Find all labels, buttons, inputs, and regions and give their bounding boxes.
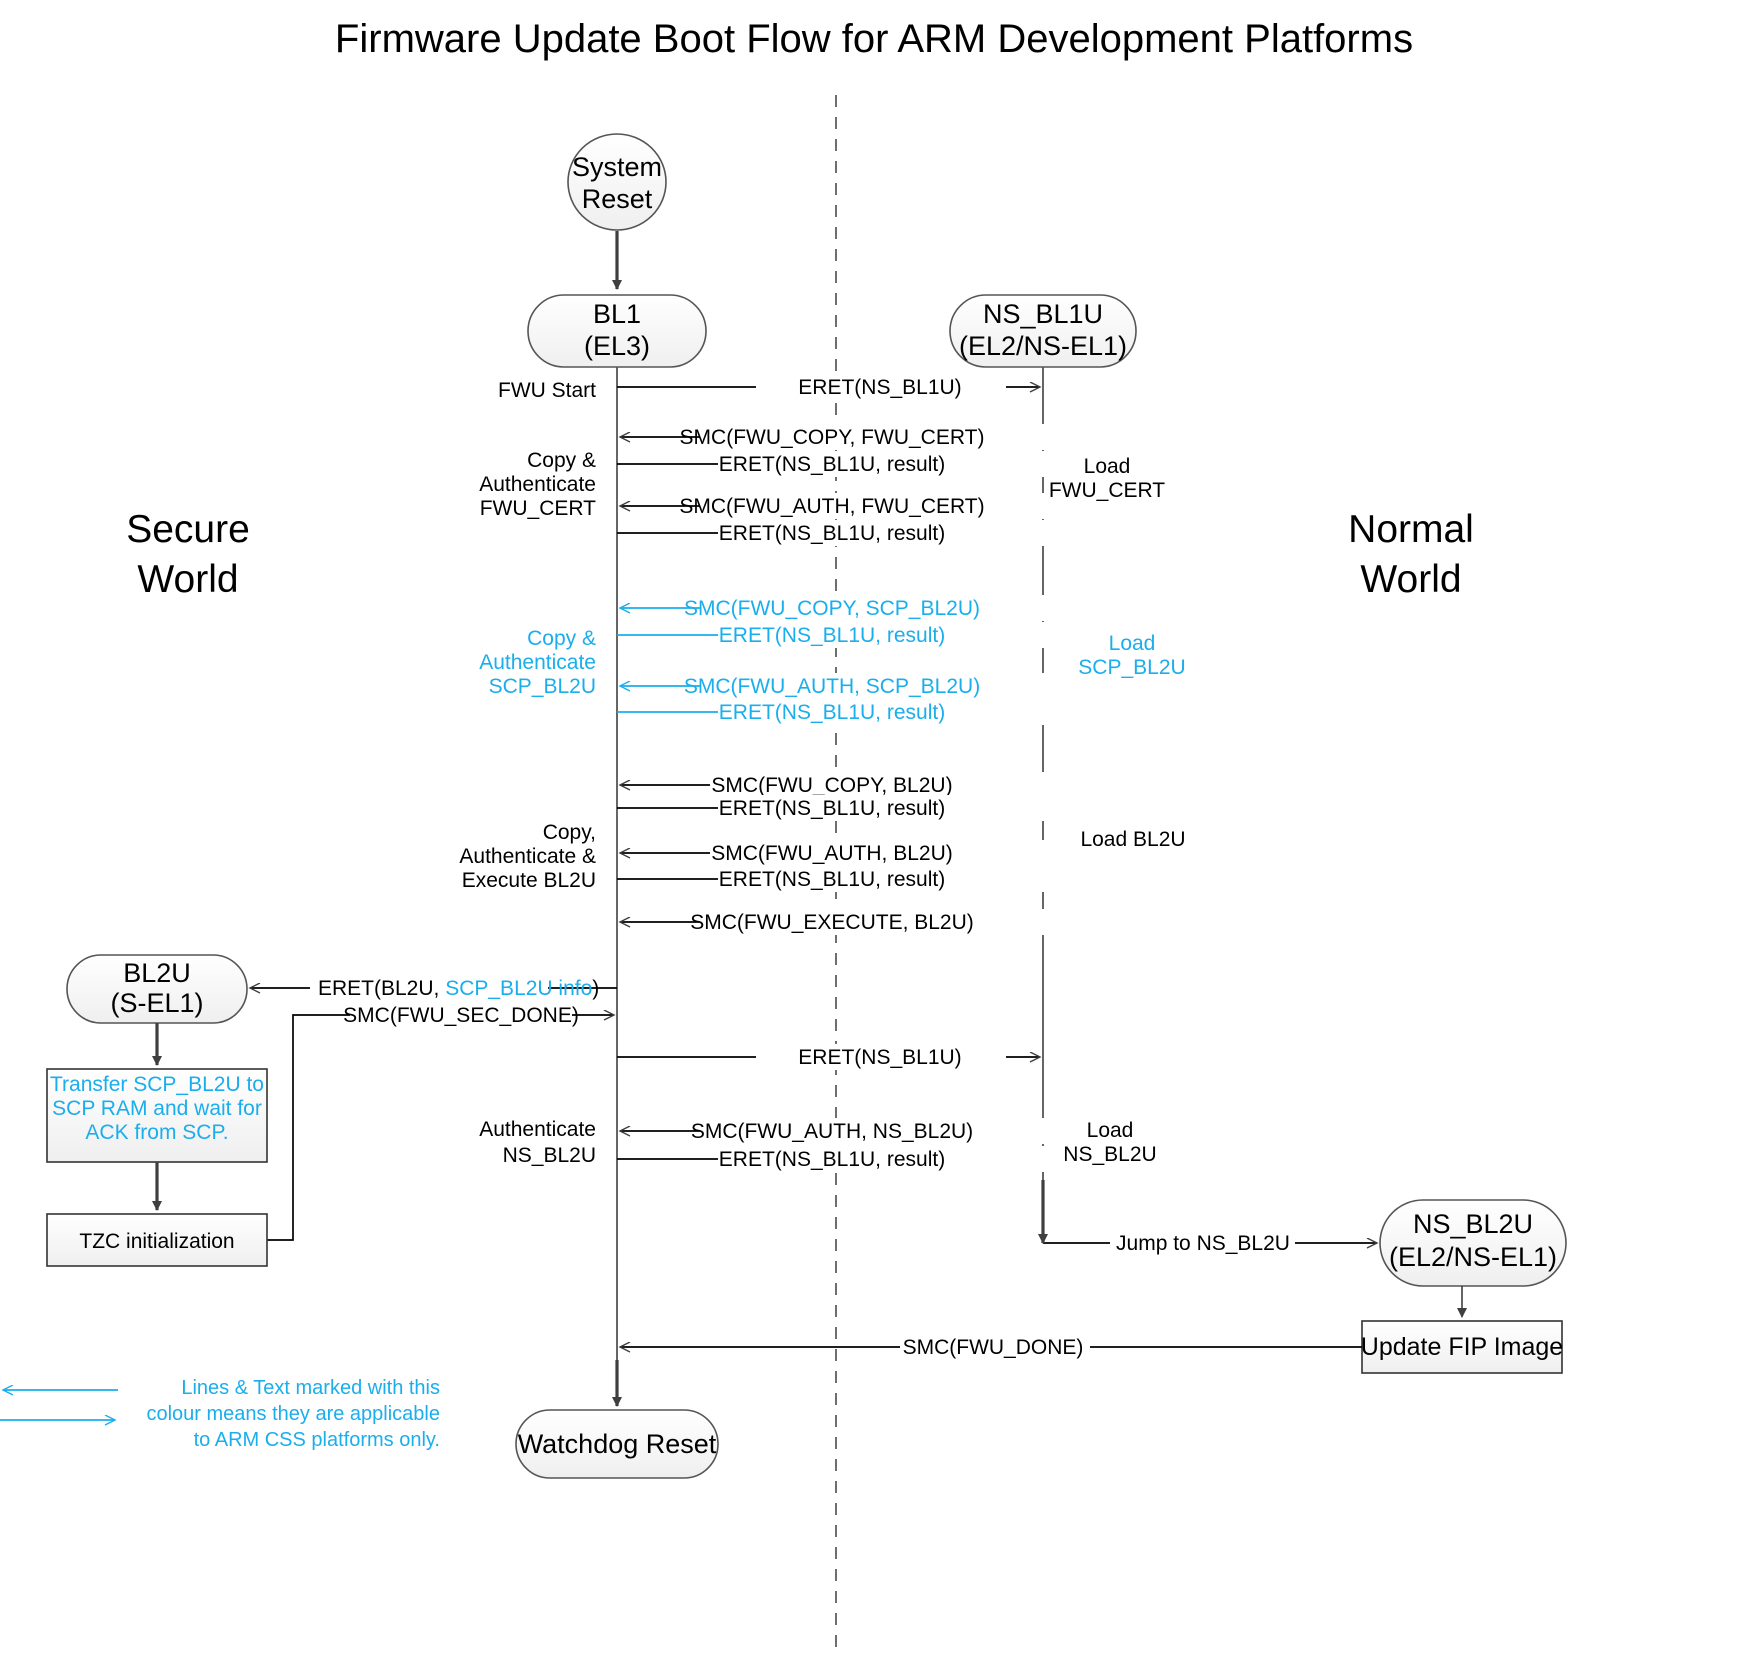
msg-label-10: ERET(NS_BL1U, result): [719, 797, 945, 820]
msg-label-2: ERET(NS_BL1U, result): [719, 453, 945, 476]
msg-label-3: SMC(FWU_AUTH, FWU_CERT): [679, 495, 984, 518]
msg-label-5: SMC(FWU_COPY, SCP_BL2U): [684, 597, 980, 620]
msg-label-0: ERET(NS_BL1U): [798, 376, 961, 399]
msg-label-sec-done: SMC(FWU_SEC_DONE): [343, 1004, 579, 1027]
msg-label-14: ERET(NS_BL1U): [798, 1046, 961, 1069]
side-label-execute-bl2u: Execute BL2U: [462, 869, 596, 892]
side-label-scp-bl2u: SCP_BL2U: [489, 675, 596, 698]
right-label-load-fwucert-line2: FWU_CERT: [1049, 479, 1165, 502]
msg-label-7: SMC(FWU_AUTH, SCP_BL2U): [684, 675, 980, 698]
tzc-initialization-label: TZC initialization: [79, 1230, 234, 1253]
msg-label-12: ERET(NS_BL1U, result): [719, 868, 945, 891]
bl2u-label-line1: BL2U: [123, 958, 191, 988]
msg-label-16: ERET(NS_BL1U, result): [719, 1148, 945, 1171]
ns-bl1u-label-line1: NS_BL1U: [983, 299, 1103, 329]
right-label-load-scpbl2u-line2: SCP_BL2U: [1078, 656, 1185, 679]
transfer-scp-line3: ACK from SCP.: [85, 1121, 228, 1144]
legend-text-line2: colour means they are applicable: [146, 1403, 440, 1425]
msg-label-1: SMC(FWU_COPY, FWU_CERT): [680, 426, 985, 449]
side-label-copy: Copy,: [543, 821, 596, 844]
right-label-load-scpbl2u-line1: Load: [1109, 632, 1156, 655]
msg-label-8: ERET(NS_BL1U, result): [719, 701, 945, 724]
system-reset-label-line2: Reset: [582, 184, 653, 214]
side-label-copy-amp-scp: Copy &: [527, 627, 596, 650]
normal-world-label-line1: Normal: [1348, 508, 1474, 551]
msg-label-fwu-done: SMC(FWU_DONE): [903, 1336, 1084, 1359]
side-label-fwu-cert: FWU_CERT: [480, 497, 596, 520]
side-label-authenticate: Authenticate: [479, 473, 596, 496]
msg-label-jump-ns-bl2u: Jump to NS_BL2U: [1116, 1232, 1290, 1255]
secure-world-label-line1: Secure: [126, 508, 250, 551]
secure-world-label-line2: World: [137, 558, 238, 601]
eret-bl2u-pre: ERET(BL2U,: [318, 977, 445, 1000]
ns-bl2u-label-line1: NS_BL2U: [1413, 1209, 1533, 1239]
transfer-scp-line1: Transfer SCP_BL2U to: [50, 1073, 264, 1096]
eret-bl2u-cyan: SCP_BL2U info: [445, 977, 592, 1000]
right-label-load-nsbl2u-line1: Load: [1087, 1119, 1134, 1142]
node-ns-bl2u[interactable]: [1379, 1199, 1567, 1287]
system-reset-label-line1: System: [572, 152, 662, 182]
bl1-label-line2: (EL3): [584, 331, 650, 361]
side-label-authenticate-nsbl2u: Authenticate: [479, 1118, 596, 1141]
legend-text-line3: to ARM CSS platforms only.: [194, 1429, 440, 1451]
right-label-load-nsbl2u-line2: NS_BL2U: [1063, 1143, 1156, 1166]
transfer-scp-line2: SCP RAM and wait for: [52, 1097, 262, 1120]
msg-label-4: ERET(NS_BL1U, result): [719, 522, 945, 545]
bl2u-label-line2: (S-EL1): [110, 988, 203, 1018]
right-label-load-bl2u: Load BL2U: [1080, 828, 1185, 851]
right-label-load-fwucert-line1: Load: [1084, 455, 1131, 478]
eret-bl2u-post: ): [592, 977, 599, 1000]
msg-label-11: SMC(FWU_AUTH, BL2U): [711, 842, 953, 865]
legend-text-line1: Lines & Text marked with this: [181, 1377, 440, 1399]
bl1-label-line1: BL1: [593, 299, 641, 329]
side-label-copy-amp: Copy &: [527, 449, 596, 472]
normal-world-label-line2: World: [1360, 558, 1461, 601]
msg-label-15: SMC(FWU_AUTH, NS_BL2U): [691, 1120, 973, 1143]
box-tzc-initialization[interactable]: [46, 1213, 268, 1267]
side-label-authenticate-scp: Authenticate: [479, 651, 596, 674]
watchdog-reset-label: Watchdog Reset: [518, 1429, 717, 1459]
side-label-authenticate-exec: Authenticate &: [459, 845, 596, 868]
node-system-reset[interactable]: [567, 133, 667, 231]
side-label-ns-bl2u: NS_BL2U: [503, 1144, 596, 1167]
node-watchdog-reset[interactable]: [515, 1409, 719, 1479]
msg-label-9: SMC(FWU_COPY, BL2U): [711, 774, 952, 797]
ns-bl2u-label-line2: (EL2/NS-EL1): [1389, 1242, 1557, 1272]
page-title: Firmware Update Boot Flow for ARM Develo…: [335, 17, 1413, 61]
update-fip-image-label: Update FIP Image: [1361, 1333, 1563, 1361]
msg-label-6: ERET(NS_BL1U, result): [719, 624, 945, 647]
box-update-fip-image[interactable]: [1361, 1320, 1563, 1374]
msg-label-eret-bl2u: ERET(BL2U, SCP_BL2U info): [318, 977, 599, 1000]
ns-bl1u-label-line2: (EL2/NS-EL1): [959, 331, 1127, 361]
side-label-fwu-start: FWU Start: [498, 379, 596, 402]
box-transfer-scp[interactable]: [46, 1068, 268, 1163]
msg-label-13: SMC(FWU_EXECUTE, BL2U): [690, 911, 974, 934]
